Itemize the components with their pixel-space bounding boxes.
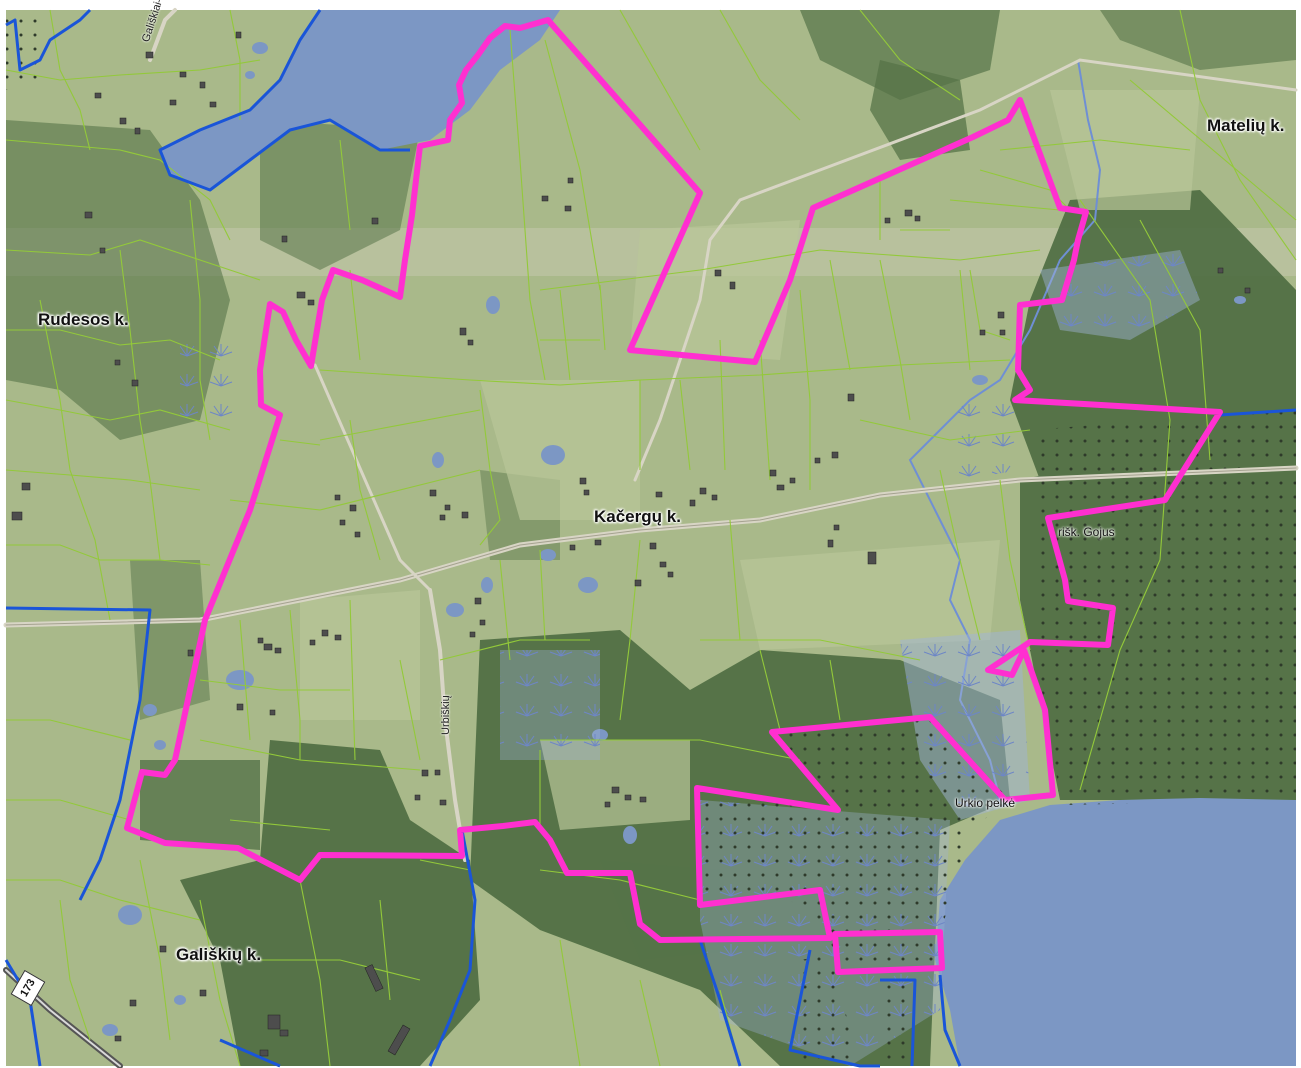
label-road-urbiskiu: Urbiškių: [440, 695, 452, 735]
ponds: [102, 42, 1246, 1036]
roads: [3, 8, 1299, 1068]
label-kacergu: Kačergų k.: [594, 507, 681, 526]
lake-north: [160, 10, 560, 190]
study-area-appendix: [832, 929, 945, 975]
label-rudesos: Rudesos k.: [38, 310, 129, 329]
label-urkio: Urkio pelkė: [955, 796, 1016, 810]
label-mateliu: Matelių k.: [1207, 116, 1285, 135]
label-galiskiu: Gališkių k.: [176, 945, 262, 964]
study-area-boundary: [124, 17, 1223, 943]
lake-south: [935, 798, 1296, 1066]
buildings: [11, 31, 1251, 1057]
parcel-boundaries: [5, 9, 1297, 1067]
district-boundaries: [4, 8, 1297, 1068]
label-gojus: rišk. Gojus: [1058, 525, 1115, 539]
